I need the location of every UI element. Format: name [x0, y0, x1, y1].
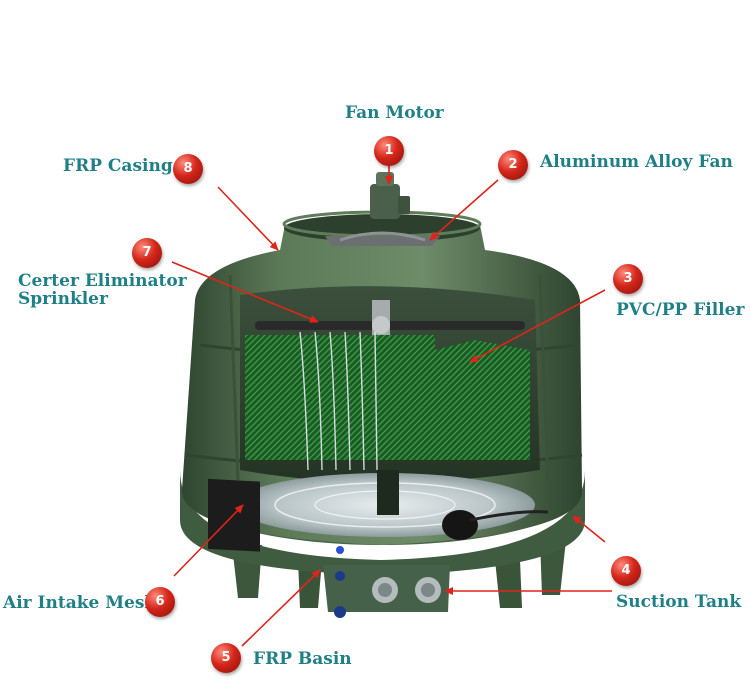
- arrow-aluminum-fan: [429, 179, 499, 241]
- label-fan-motor: Fan Motor: [345, 103, 444, 123]
- suction-tank-shape: [323, 546, 450, 618]
- arrow-air-intake: [173, 504, 244, 577]
- badge-7: 7: [132, 238, 162, 268]
- label-air-intake-mesh: Air Intake Mesh: [3, 593, 157, 613]
- badge-8: 8: [173, 154, 203, 184]
- arrow-frp-casing: [217, 186, 279, 251]
- label-frp-basin: FRP Basin: [253, 649, 352, 669]
- arrow-frp-basin: [241, 569, 321, 647]
- label-aluminum-alloy-fan: Aluminum Alloy Fan: [540, 152, 733, 172]
- label-frp-casing: FRP Casing: [63, 156, 173, 176]
- label-suction-tank: Suction Tank: [616, 592, 742, 612]
- badge-6: 6: [145, 587, 175, 617]
- label-pvc-pp-filler: PVC/PP Filler: [616, 300, 745, 320]
- badge-4: 4: [611, 556, 641, 586]
- fan-motor-shape: [370, 172, 410, 219]
- arrow-suction-tank: [572, 515, 606, 543]
- badge-5: 5: [211, 643, 241, 673]
- badge-2: 2: [498, 150, 528, 180]
- arrow-eliminator: [171, 261, 319, 323]
- arrow-filler: [469, 289, 606, 363]
- badge-1: 1: [374, 136, 404, 166]
- cutaway-interior: [235, 231, 549, 540]
- label-sprinkler: Sprinkler: [18, 289, 108, 309]
- label-center-eliminator: Certer Eliminator: [18, 271, 187, 291]
- badge-3: 3: [613, 264, 643, 294]
- pointer-arrows: [171, 166, 612, 647]
